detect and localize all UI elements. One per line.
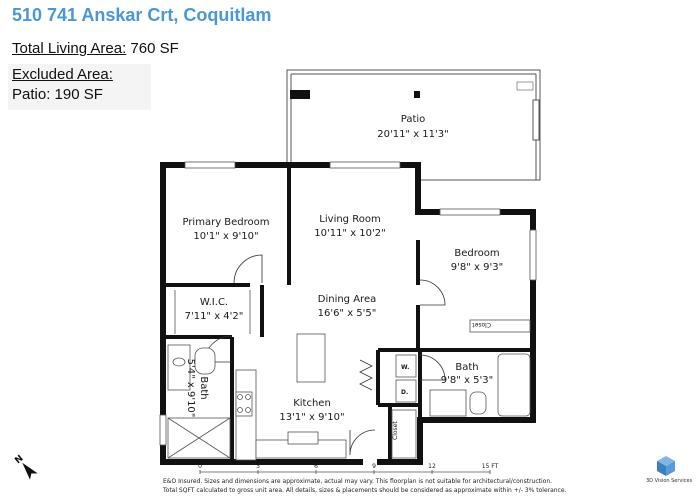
bath-left-name: Bath xyxy=(198,376,209,399)
patio-outline xyxy=(286,69,541,181)
excluded-area-label: Excluded Area: xyxy=(12,66,113,83)
wic-name: W.I.C. xyxy=(200,297,228,308)
kitchen-dims: 13'1" x 9'10" xyxy=(279,412,344,423)
total-area-value: 760 SF xyxy=(126,40,179,57)
bath2-door-swing xyxy=(419,354,446,381)
scale-tick-5: 15 FT xyxy=(482,463,499,470)
dining-name: Dining Area xyxy=(318,294,376,305)
bath-right-name: Bath xyxy=(455,362,478,373)
bedroom-dims: 9'8" x 9'3" xyxy=(451,262,503,273)
vanity xyxy=(167,344,191,391)
patio-area-text: Patio: 190 SF xyxy=(12,86,103,103)
scale-tick-1: 3 xyxy=(256,463,260,470)
scale-tick-0: 0 xyxy=(198,463,202,470)
patio-dims: 20'11" x 11'3" xyxy=(377,129,449,140)
living-room-dims: 10'11" x 10'2" xyxy=(314,228,386,239)
bath-right-dims: 9'8" x 5'3" xyxy=(441,375,493,386)
patio-fixture xyxy=(516,81,534,91)
sink-kitchen-icon xyxy=(287,431,319,445)
bedroom-closet xyxy=(469,319,531,333)
closet-door-swing xyxy=(349,429,376,456)
footer-disclaimer-2: Total SQFT calculated to gross unit area… xyxy=(163,487,567,494)
wic-dims: 7'11" x 4'2" xyxy=(185,311,244,322)
patio-post xyxy=(290,90,310,99)
excluded-area-box xyxy=(8,64,151,110)
wic-shelving xyxy=(174,290,251,334)
listing-title: 510 741 Anskar Crt, Coquitlam xyxy=(12,5,272,25)
left-bath-fixtures xyxy=(167,344,231,459)
toilet-right-icon xyxy=(469,391,487,415)
washer-label: W. xyxy=(401,364,409,371)
cube-logo-icon xyxy=(657,456,675,476)
patio-name: Patio xyxy=(401,114,426,125)
dryer-label: D. xyxy=(401,389,408,396)
scale-tick-3: 9 xyxy=(372,463,376,470)
north-arrow-icon: N xyxy=(13,454,38,480)
patio-post-small xyxy=(414,91,420,98)
toilet-icon xyxy=(194,347,216,375)
interior-walls xyxy=(163,165,533,462)
closet-label-right: Closet xyxy=(472,321,491,328)
laundry xyxy=(395,354,417,403)
right-bath-fixtures xyxy=(429,353,531,417)
scale-tick-2: 6 xyxy=(314,463,318,470)
windows xyxy=(159,161,537,446)
brand-name: 3D Vision Services xyxy=(646,478,693,484)
bathtub-icon xyxy=(497,353,531,417)
scale-tick-4: 12 xyxy=(428,463,436,470)
kitchen-name: Kitchen xyxy=(293,398,331,409)
bedroom-door-swing xyxy=(233,254,263,284)
doors xyxy=(203,254,446,456)
footer-disclaimer-1: E&O Insured. Sizes and dimensions are ap… xyxy=(163,478,553,485)
branding: 3D Vision Services xyxy=(646,478,693,484)
primary-bedroom-dims: 10'1" x 9'10" xyxy=(193,231,258,242)
primary-bedroom-name: Primary Bedroom xyxy=(182,217,269,228)
washer-icon xyxy=(395,354,417,378)
total-area-label: Total Living Area: xyxy=(12,40,127,57)
dining-dims: 16'6" x 5'5" xyxy=(318,308,377,319)
bedroom-name: Bedroom xyxy=(454,248,499,259)
dryer-icon xyxy=(395,379,417,403)
total-living-area: Total Living Area: 760 SF xyxy=(12,40,179,57)
kitchen-island xyxy=(296,333,326,383)
excluded-label-text: Excluded Area: xyxy=(12,66,113,83)
closet-label-kitchen: Closet xyxy=(392,421,399,440)
kitchen-closet xyxy=(391,409,417,459)
bedroom2-door-swing xyxy=(419,279,446,306)
living-room-name: Living Room xyxy=(319,214,380,225)
kitchen-fixtures xyxy=(235,333,417,461)
sink-icon xyxy=(172,357,186,367)
scale-bar: 0 3 6 9 12 15 FT xyxy=(198,463,499,474)
bath-left-dims: 5'4" x 9'10" xyxy=(185,359,196,418)
vanity-right xyxy=(429,389,467,417)
laundry-bifold xyxy=(359,359,373,391)
